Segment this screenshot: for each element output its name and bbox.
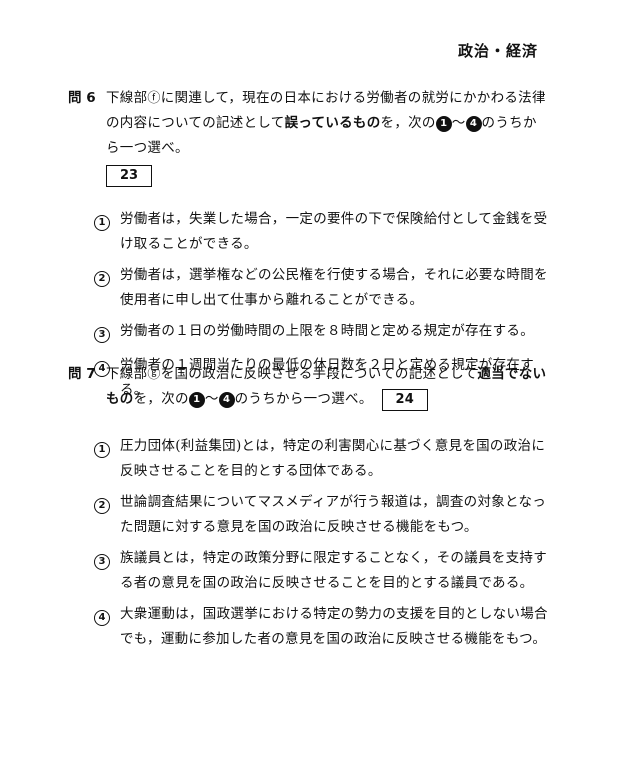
option-number: 3 (94, 326, 110, 343)
subject-title: 政治・経済 (457, 42, 538, 60)
question-6-label: 問 6 (68, 90, 96, 106)
stem-text: を，次の (380, 115, 436, 131)
option-number: 4 (94, 360, 110, 377)
range-start-number: 1 (188, 391, 205, 408)
question-6-options: 1 労働者は，失業した場合，一定の要件の下で保険給付として金銭を受け取ることがで… (68, 207, 548, 403)
option-4[interactable]: 4 労働者の１週間当たりの最低の休日数を２日と定める規定が存在する。 (94, 353, 548, 403)
option-number: 1 (94, 441, 110, 458)
option-number: 1 (94, 214, 110, 231)
question-7-label: 問 7 (68, 366, 96, 382)
question-7-options: 1 圧力団体(利益集団)とは，特定の利害関心に基づく意見を国の政治に反映させるこ… (68, 434, 548, 652)
question-6-stem: 問 6 下線部ⓕに関連して，現在の日本における労働者の就労にかかわる法律の内容に… (68, 86, 548, 161)
underline-anchor-g: ⓖ (147, 367, 161, 382)
underline-anchor-f: ⓕ (147, 91, 161, 106)
stem-text: に関連して，現在の日本における労働者の就労にかかわる法律の内容についての記述とし… (106, 90, 546, 131)
question-6-text: 下線部ⓕに関連して，現在の日本における労働者の就労にかかわる法律の内容についての… (106, 86, 548, 161)
stem-text: 下線部 (106, 366, 148, 382)
emphasis-text: 適当でないもの (106, 366, 547, 407)
option-text: 大衆運動は，国政選挙における特定の勢力の支援を目的としない場合でも，運動に参加し… (120, 606, 548, 647)
option-number: 4 (94, 609, 110, 626)
option-text: 圧力団体(利益集団)とは，特定の利害関心に基づく意見を国の政治に反映させることを… (120, 438, 546, 479)
option-3[interactable]: 3 族議員とは，特定の政策分野に限定することなく，その議員を支持する者の意見を国… (94, 546, 548, 596)
option-text: 世論調査結果についてマスメディアが行う報道は，調査の対象となった問題に対する意見… (120, 494, 547, 535)
answer-box-row: 23 (106, 165, 548, 187)
option-text: 労働者は，失業した場合，一定の要件の下で保険給付として金銭を受け取ることができる… (120, 211, 548, 252)
stem-text: のうちから一つ選べ。 (106, 115, 537, 156)
range-separator: 〜 (451, 115, 466, 131)
emphasis-text: 誤っているもの (284, 115, 381, 131)
option-number: 2 (94, 270, 110, 287)
range-end-number: 4 (465, 115, 482, 132)
option-2[interactable]: 2 世論調査結果についてマスメディアが行う報道は，調査の対象となった問題に対する… (94, 490, 548, 540)
option-1[interactable]: 1 労働者は，失業した場合，一定の要件の下で保険給付として金銭を受け取ることがで… (94, 207, 548, 257)
option-text: 族議員とは，特定の政策分野に限定することなく，その議員を支持する者の意見を国の政… (120, 550, 547, 591)
option-2[interactable]: 2 労働者は，選挙権などの公民権を行使する場合，それに必要な時間を使用者に申し出… (94, 263, 548, 313)
option-number: 2 (94, 497, 110, 514)
range-end-number: 4 (218, 391, 235, 408)
stem-text: を国の政治に反映させる手段についての記述として (160, 366, 478, 382)
question-7: 問 7 下線部ⓖを国の政治に反映させる手段についての記述として適当でないものを，… (68, 362, 548, 658)
stem-text: のうちから一つ選べ。 (234, 391, 373, 407)
option-text: 労働者は，選挙権などの公民権を行使する場合，それに必要な時間を使用者に申し出て仕… (120, 267, 548, 308)
range-separator: 〜 (204, 391, 219, 407)
stem-text: 下線部 (106, 90, 148, 106)
option-text: 労働者の１週間当たりの最低の休日数を２日と定める規定が存在する。 (120, 357, 534, 398)
stem-text: を，次の (133, 391, 189, 407)
option-1[interactable]: 1 圧力団体(利益集団)とは，特定の利害関心に基づく意見を国の政治に反映させるこ… (94, 434, 548, 484)
answer-box-24[interactable]: 24 (381, 388, 428, 411)
option-number: 3 (94, 553, 110, 570)
range-start-number: 1 (435, 115, 452, 132)
option-text: 労働者の１日の労働時間の上限を８時間と定める規定が存在する。 (120, 323, 534, 339)
option-4[interactable]: 4 大衆運動は，国政選挙における特定の勢力の支援を目的としない場合でも，運動に参… (94, 602, 548, 652)
answer-box-23[interactable]: 23 (106, 165, 152, 187)
question-7-stem: 問 7 下線部ⓖを国の政治に反映させる手段についての記述として適当でないものを，… (68, 362, 548, 412)
question-6: 問 6 下線部ⓕに関連して，現在の日本における労働者の就労にかかわる法律の内容に… (68, 86, 548, 409)
option-3[interactable]: 3 労働者の１日の労働時間の上限を８時間と定める規定が存在する。 (94, 319, 548, 347)
